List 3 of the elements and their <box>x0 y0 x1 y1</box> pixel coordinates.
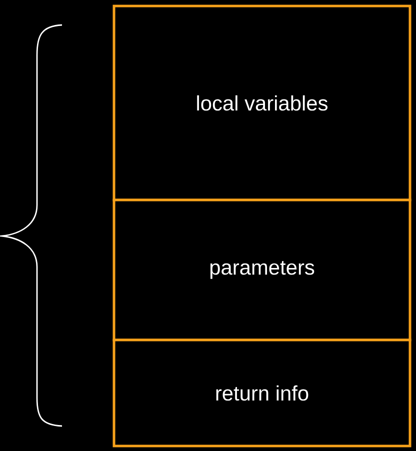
stack-frame-box: parameters <box>112 198 412 342</box>
stack-frame-box: return info <box>112 338 412 448</box>
stack-frame-box: local variables <box>112 4 412 202</box>
